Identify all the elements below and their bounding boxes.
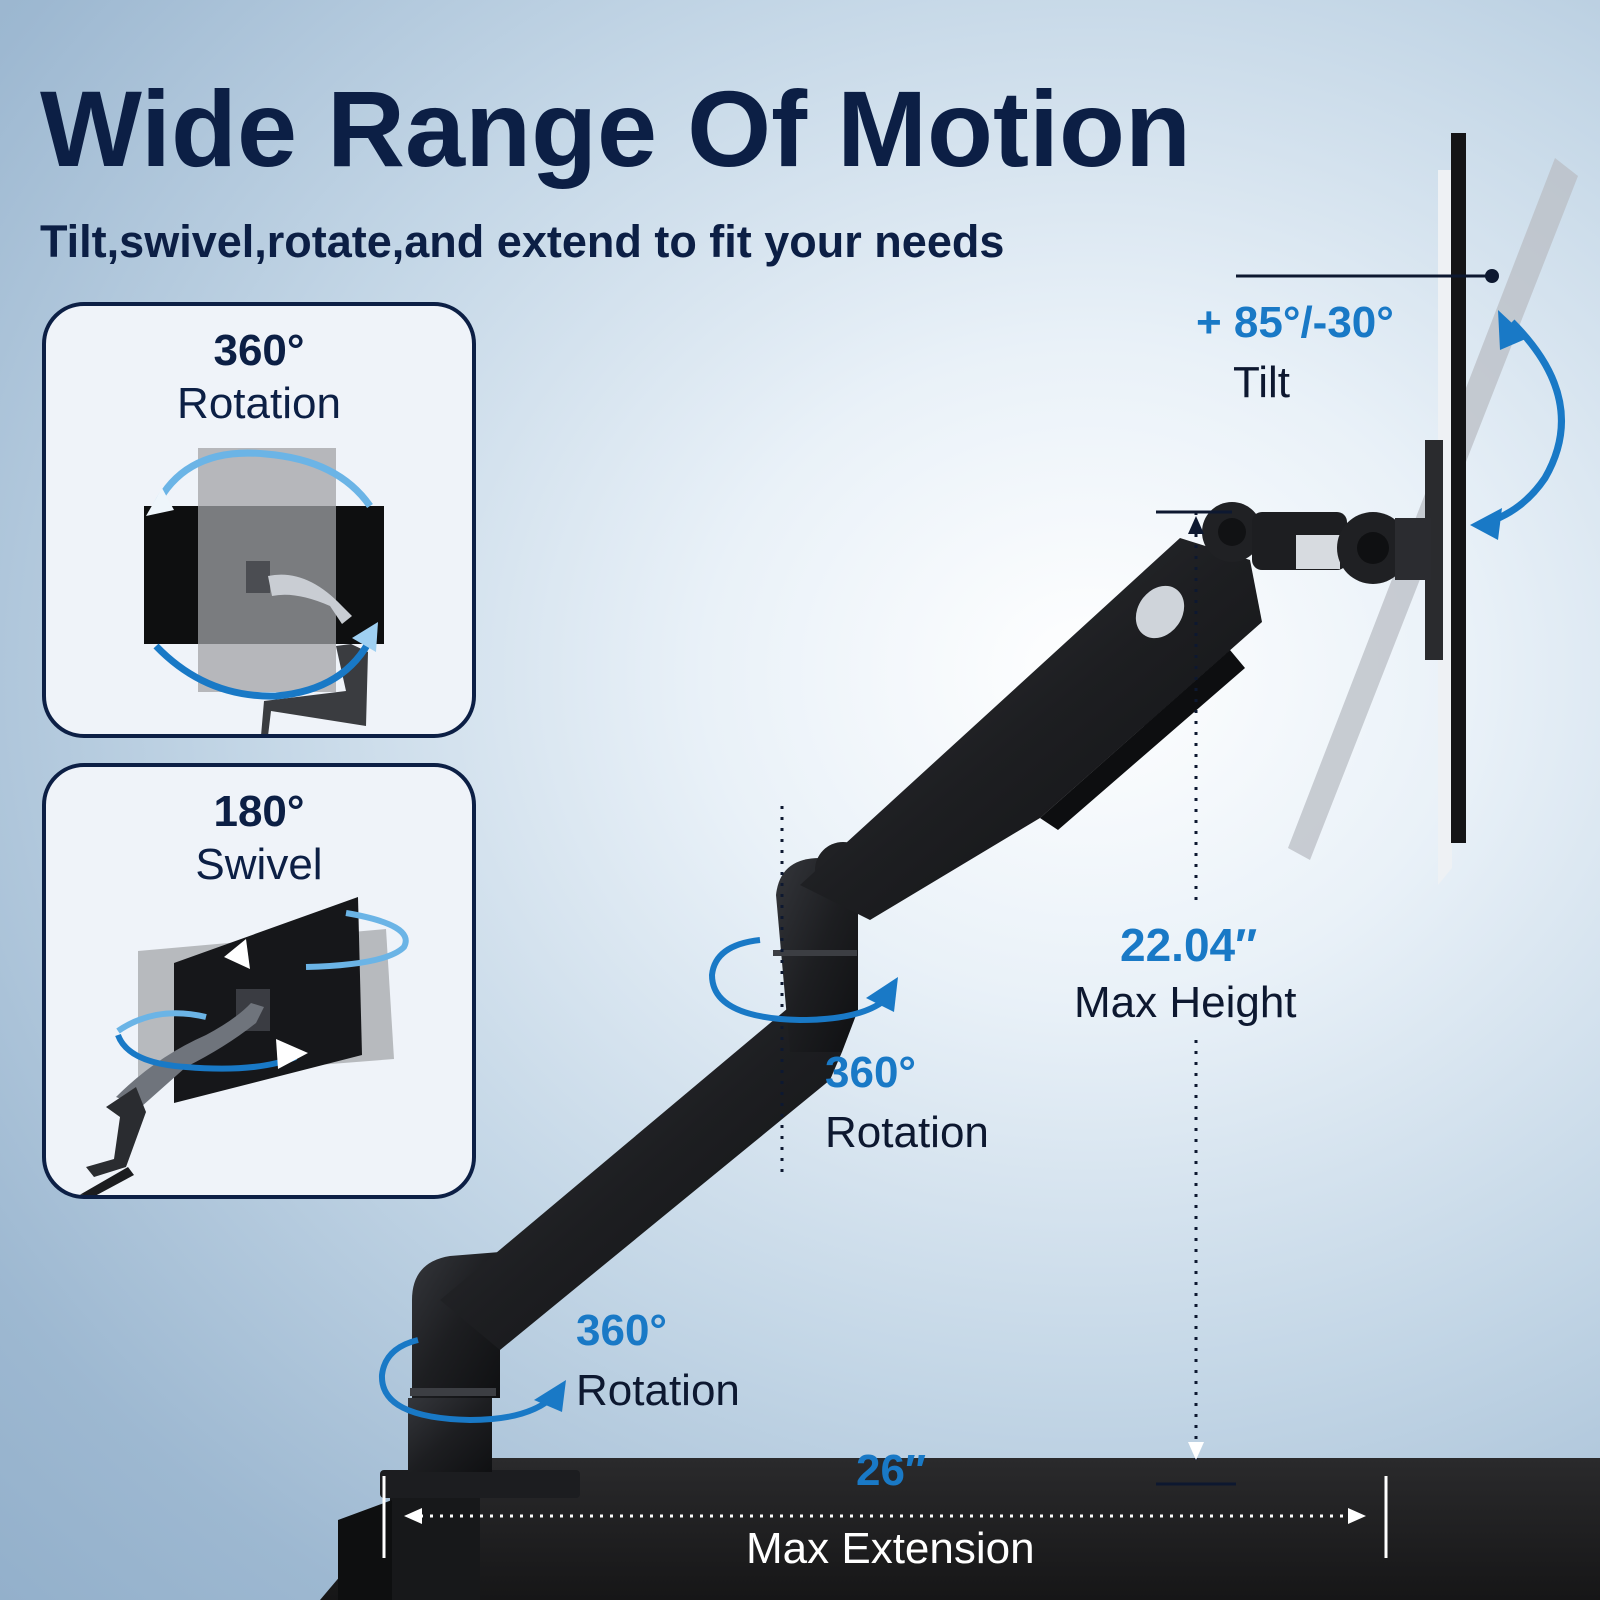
height-value: 22.04″ bbox=[1120, 919, 1258, 971]
page-title: Wide Range Of Motion bbox=[40, 68, 1191, 189]
page-subtitle: Tilt,swivel,rotate,and extend to fit you… bbox=[40, 216, 1005, 267]
extension-dimension-line bbox=[382, 1476, 1388, 1558]
rotation-card-label: Rotation bbox=[177, 379, 341, 428]
base-rotation-arrow-head bbox=[534, 1380, 566, 1412]
tilt-head bbox=[1202, 502, 1431, 584]
extension-value: 26″ bbox=[856, 1446, 927, 1495]
elbow-rotation-label: Rotation bbox=[825, 1108, 989, 1157]
elbow-rotation-arrow bbox=[708, 937, 887, 1024]
height-label: Max Height bbox=[1074, 978, 1297, 1027]
rotation-card-value: 360° bbox=[213, 326, 305, 375]
swivel-feature-card: 180° Swivel bbox=[42, 763, 476, 1199]
upper-arm bbox=[800, 538, 1262, 920]
lower-arm bbox=[440, 998, 842, 1350]
monitor bbox=[1425, 133, 1466, 885]
tilt-label: Tilt bbox=[1233, 358, 1291, 407]
swivel-card-label: Swivel bbox=[195, 840, 323, 889]
base-rotation-label: Rotation bbox=[576, 1366, 740, 1415]
base-rotation-arrow bbox=[378, 1337, 558, 1424]
rotation-card-illustration bbox=[144, 448, 384, 734]
tilt-arrow-head-bottom bbox=[1470, 508, 1502, 540]
swivel-card-value: 180° bbox=[213, 787, 305, 836]
tilt-arrow-head-top bbox=[1498, 310, 1528, 350]
tilt-value: + 85°/-30° bbox=[1196, 298, 1394, 347]
height-dimension-line bbox=[1156, 510, 1236, 1486]
swivel-card-illustration bbox=[79, 897, 409, 1195]
tilt-arrow bbox=[1477, 319, 1565, 529]
base-rotation-value: 360° bbox=[576, 1306, 668, 1355]
elbow-rotation-value: 360° bbox=[825, 1048, 917, 1097]
rotation-feature-card: 360° Rotation bbox=[42, 302, 476, 738]
clamp-base bbox=[338, 1398, 580, 1600]
elbow-rotation-arrow-head bbox=[866, 977, 898, 1012]
extension-label: Max Extension bbox=[746, 1524, 1035, 1573]
desk bbox=[320, 1458, 1600, 1600]
